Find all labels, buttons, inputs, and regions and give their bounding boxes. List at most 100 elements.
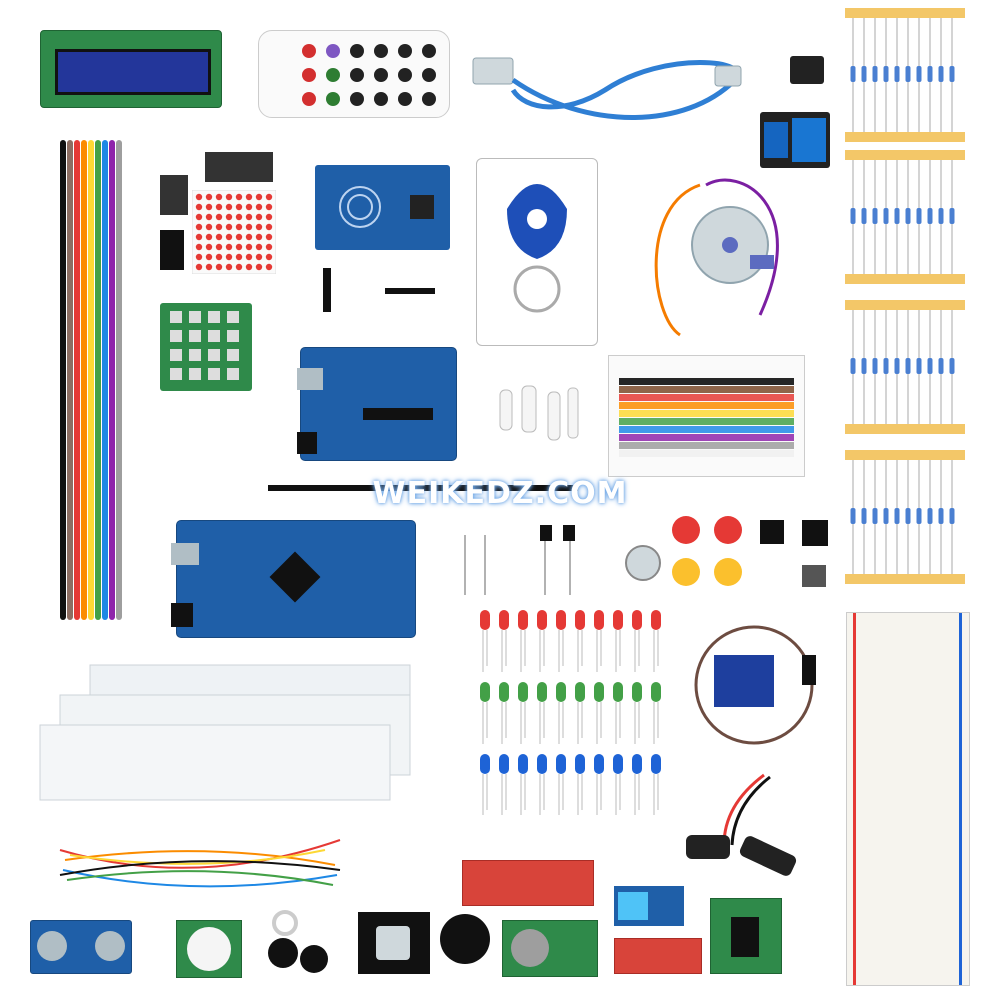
led [613,682,623,702]
ir-receiver-module [790,56,824,84]
resistor-bands [845,8,965,584]
led [575,610,585,630]
usb-cable [472,57,742,120]
temperature-humidity-sensor [614,886,684,926]
resistor-tape [845,274,965,284]
led [499,754,509,774]
led [480,682,490,702]
resistor-body [872,508,878,524]
matrix-dot [265,213,273,221]
matrix-dot [255,253,263,261]
led [613,610,623,630]
matrix-dot [255,233,263,241]
resistor-body [894,358,900,374]
led [594,754,604,774]
matrix-dot [245,253,253,261]
matrix-dot [265,243,273,251]
resistor-body [927,66,933,82]
matrix-dot [195,253,203,261]
micro-servo [694,625,816,745]
resistor-body [861,358,867,374]
resistor-body [938,208,944,224]
matrix-dot [255,263,263,271]
keypad-key [170,330,182,342]
header-pins-small [385,288,435,294]
resistor-body [938,358,944,374]
led-set [480,610,661,815]
matrix-dot [195,213,203,221]
resistor-tape [845,424,965,434]
led [518,682,528,702]
keypad-key [170,368,182,380]
resistor-body [927,508,933,524]
matrix-dot [225,213,233,221]
led [537,682,547,702]
keypad-key [170,349,182,361]
matrix-dot [225,233,233,241]
resistor-body [872,358,878,374]
lcd-1602-display [40,30,222,108]
acrylic-plates [39,664,411,801]
led [537,754,547,774]
matrix-dot [195,223,203,231]
matrix-dot [225,243,233,251]
matrix-dot [235,263,243,271]
ir-remote-control [258,30,450,118]
matrix-dot [245,243,253,251]
matrix-dot [195,193,203,201]
resistor-color-guide-card [608,355,805,477]
matrix-dot [225,223,233,231]
led [651,754,661,774]
guide-color-row [619,426,794,433]
resistor-body [850,66,856,82]
resistor-body [927,208,933,224]
matrix-dot [215,193,223,201]
ultrasonic-sensor [30,920,132,974]
matrix-dot [255,223,263,231]
resistor-body [850,508,856,524]
matrix-dot [225,203,233,211]
servo-horns [499,385,579,441]
matrix-dot [215,243,223,251]
led [613,754,623,774]
resistor-tape [845,574,965,584]
matrix-dot [205,243,213,251]
pir-motion-sensor [176,920,242,978]
resistor-body [850,358,856,374]
matrix-dot [215,233,223,241]
resistor-body [905,358,911,374]
potentiometer [625,545,661,581]
matrix-dot [265,253,273,261]
matrix-dot [205,223,213,231]
resistor-body [916,66,922,82]
led [651,682,661,702]
stepper-motor [654,178,779,337]
seven-segment-display [160,175,188,215]
matrix-dot [245,193,253,201]
rfid-rc522-module [315,165,450,250]
keypad-key [189,330,201,342]
matrix-dot [205,203,213,211]
resistor-body [861,208,867,224]
resistor-body [850,208,856,224]
matrix-dot [195,263,203,271]
keypad-key [189,349,201,361]
four-digit-display [205,152,273,182]
resistor-body [949,358,955,374]
remote-buttons [302,44,436,106]
ic-chip [160,230,184,270]
breadboard [846,612,970,986]
rfid-key-fob-card [476,158,598,346]
resistor-body [905,208,911,224]
keypad-key [227,330,239,342]
led [537,610,547,630]
guide-color-row [619,386,794,393]
matrix-dot [215,223,223,231]
matrix-dot [205,263,213,271]
resistor-body [894,66,900,82]
matrix-dot [205,193,213,201]
led [575,682,585,702]
sound-sensor-module [614,938,702,974]
resistor-body [949,208,955,224]
